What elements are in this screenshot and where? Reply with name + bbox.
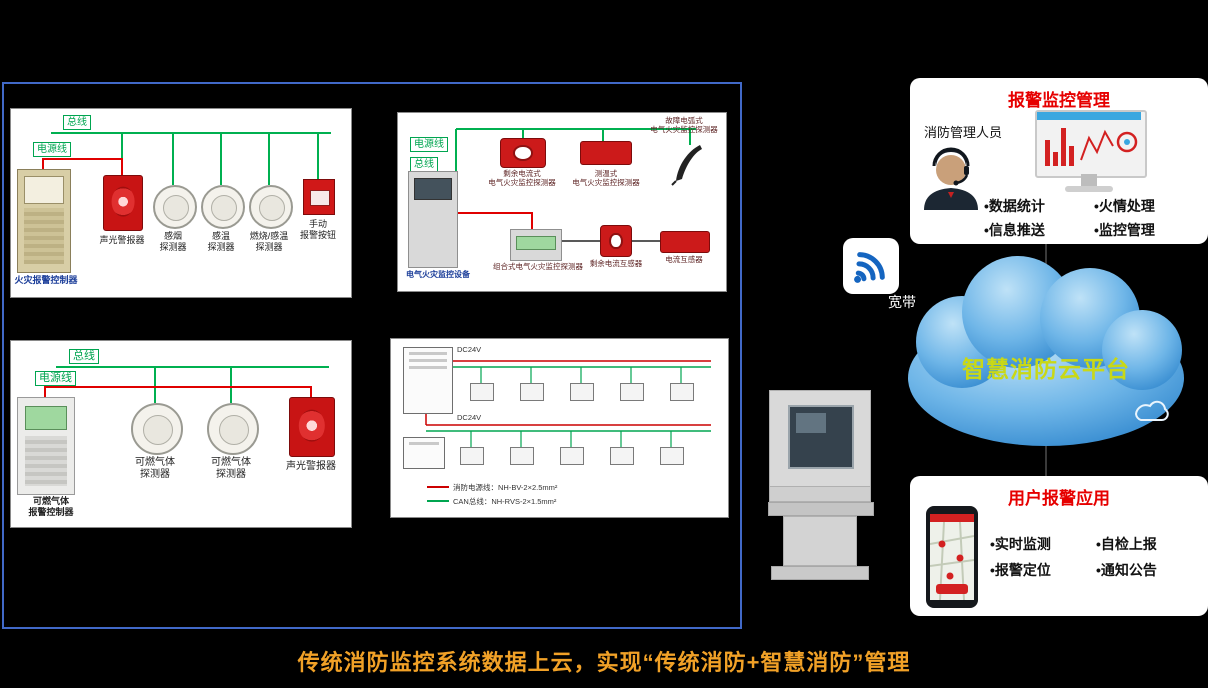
device-label: 可燃气体 探测器 [135,457,175,480]
gas-detector [207,403,259,455]
temperature-detector [580,141,632,165]
gas-alarm-diagram: 总线 电源线 可燃气体 报警控制器 可燃气体 探测器 可燃气体 探测器 声光警报… [10,340,352,528]
gas-controller-label: 可燃气体 报警控制器 [28,496,74,517]
legend-power-line: 消防电源线：NH-BV-2×2.5mm² [453,483,558,492]
dashboard-charts [1037,112,1141,166]
alarm-monitoring-card: 报警监控管理 消防管理人员 [910,78,1208,244]
wiring-lines [425,360,711,502]
device-label: 手动 报警按钮 [299,219,336,240]
gas-alarm-controller [17,397,75,495]
legend-can-bus: CAN总线：NH-RVS-2×1.5mm² [453,497,557,506]
residual-current-detector [500,138,546,168]
device-label: 组合式电气火灾监控探测器 [493,262,583,271]
device-label: 感温 探测器 [207,231,235,252]
module-box [510,447,534,465]
power-label: 电源线 [33,142,71,157]
sound-light-alarm [103,175,143,231]
sound-light-alarm [289,397,335,457]
workstation-control-panel [769,487,871,502]
module-box [610,447,634,465]
fire-controller-label: 火灾报警控制器 [14,275,78,285]
monitoring-workstation [768,390,874,580]
cloud-platform: 智慧消防云平台 [900,238,1192,468]
wifi-icon [854,252,885,283]
operator-person-icon [924,147,978,210]
bullet-monitor-mgmt: •监控管理 [1094,222,1155,238]
cloud-platform-label: 智慧消防云平台 [962,356,1130,382]
device-label: 声光警报器 [99,235,145,245]
smoke-detector [153,185,197,229]
dc-label: DC24V [457,413,482,422]
gas-detector [131,403,183,455]
loop-power-box [403,437,445,469]
phone-mockup [926,506,978,608]
bullet-notice: •通知公告 [1096,562,1157,578]
user-alarm-app-card: 用户报警应用 •实时监测 •报警定位 •自检上报 •通知公告 [910,476,1208,616]
device-label: 声光警报器 [286,461,336,472]
module-box [570,383,594,401]
alarm-card-title: 报警监控管理 [1008,91,1110,110]
device-label: 故障电弧式 电气火灾监控探测器 [650,116,718,134]
phone-map-screen [930,514,974,600]
device-label: 测温式 电气火灾监控探测器 [572,169,640,187]
dc-label: DC24V [457,345,482,354]
user-card-title: 用户报警应用 [1008,489,1110,508]
combined-detector-unit [510,229,562,261]
wifi-tile [843,238,899,294]
electrical-fire-controller [408,171,458,268]
workstation-monitor [769,390,871,487]
electrical-controller-label: 电气火灾监控设备 [406,270,470,279]
device-label: 剩余电流互感器 [589,259,643,268]
power-label: 电源线 [410,137,448,152]
module-box [560,447,584,465]
module-box [670,383,694,401]
bus-label: 总线 [410,157,438,172]
arc-fault-detector-icon [671,145,702,186]
gas-alarm-wires [44,366,329,403]
device-label: 剩余电流式 电气火灾监控探测器 [488,169,556,187]
workstation-keyboard-tray [768,502,874,516]
traditional-systems-panel: 总线 电源线 火灾报警控制器 声光警报器 感烟 探测器 感温 探测器 燃烧/感温… [2,82,742,629]
bus-label: 总线 [69,349,99,364]
module-box [470,383,494,401]
bus-label: 总线 [63,115,91,130]
fire-alarm-wires [42,132,331,185]
module-box [660,447,684,465]
bullet-realtime-monitor: •实时监测 [990,536,1051,552]
combo-detector [249,185,293,229]
connector-bottom [1045,438,1047,476]
fire-alarm-controller [17,169,71,273]
bullet-data-stats: •数据统计 [984,198,1045,214]
workstation-pedestal [783,516,857,566]
device-label: 可燃气体 探测器 [211,457,251,480]
current-transformer [660,231,710,253]
fire-manager-label: 消防管理人员 [924,125,1003,140]
bottom-banner-text: 传统消防监控系统数据上云，实现“传统消防+智慧消防”管理 [297,650,911,675]
dashboard-monitor [1035,110,1147,196]
module-box [520,383,544,401]
residual-current-transformer [600,225,632,257]
device-label: 感烟 探测器 [159,231,187,252]
wiring-diagram: DC24V DC24V 消防电源线：NH-BV-2×2.5mm² CAN总线：N… [390,338,729,518]
loop-controller [403,347,453,414]
cloud-shape [908,256,1184,446]
bullet-alarm-location: •报警定位 [990,562,1051,578]
module-box [620,383,644,401]
device-label: 电流互感器 [665,255,703,264]
heat-detector [201,185,245,229]
bullet-info-push: •信息推送 [984,222,1045,238]
bullet-self-check: •自检上报 [1096,536,1157,552]
broadband-label: 宽带 [888,294,916,310]
workstation-screen [788,405,854,469]
manual-call-point [303,179,335,215]
bullet-fire-handling: •火情处理 [1094,198,1155,214]
module-box [460,447,484,465]
workstation-base [771,566,869,580]
device-label: 燃烧/感温 探测器 [249,231,289,252]
fire-alarm-diagram: 总线 电源线 火灾报警控制器 声光警报器 感烟 探测器 感温 探测器 燃烧/感温… [10,108,352,298]
power-label: 电源线 [35,371,76,386]
electrical-fire-diagram: 电源线 总线 电气火灾监控设备 剩余电流式 电气火灾监控探测器 测温式 电气火灾… [397,112,727,292]
